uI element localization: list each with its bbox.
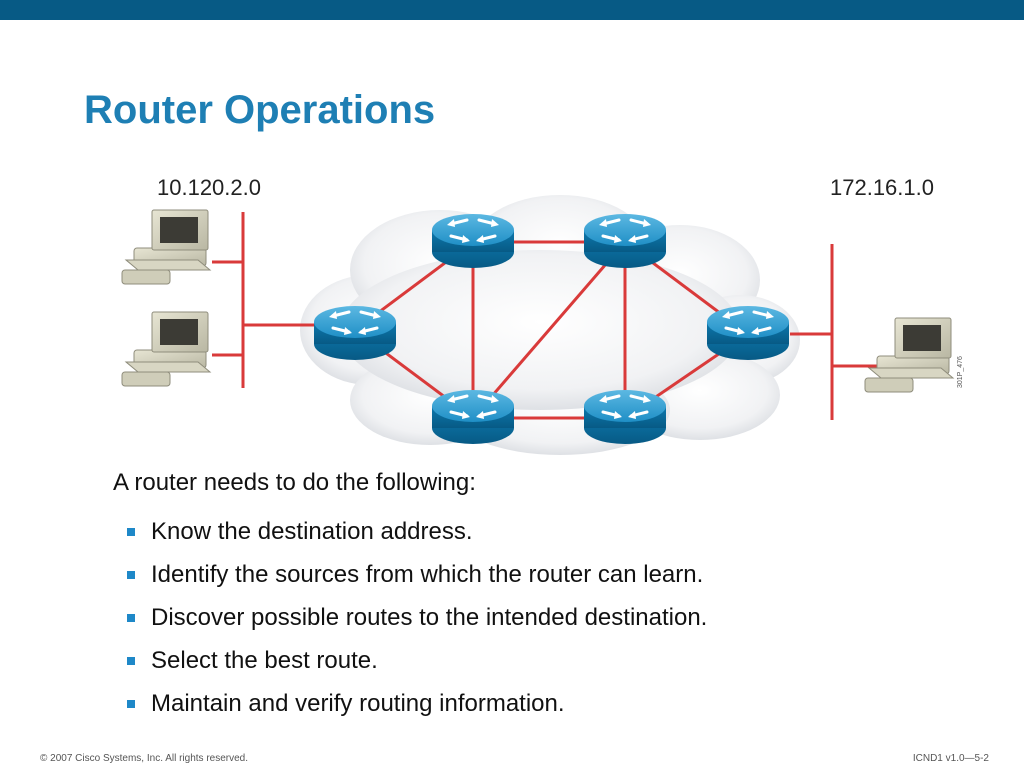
slide-title: Router Operations (84, 88, 436, 132)
router-top-right-icon (582, 212, 668, 270)
bullet-text: Discover possible routes to the intended… (151, 603, 708, 631)
bullet-item: Identify the sources from which the rout… (127, 553, 707, 596)
bullet-text: Identify the sources from which the rout… (151, 560, 704, 588)
bullet-text: Select the best route. (151, 646, 378, 674)
router-top-left-icon (430, 212, 516, 270)
top-banner (0, 0, 1024, 20)
pc-bottom-left-icon (121, 311, 211, 387)
bullet-item: Discover possible routes to the intended… (127, 596, 707, 639)
figure-code: 301P_476 (957, 356, 964, 388)
network-diagram: 301P_476 (121, 195, 964, 455)
network-label-left: 10.120.2.0 (157, 175, 261, 200)
left-lan-segment (212, 212, 315, 388)
router-left-icon (312, 304, 398, 362)
intro-text: A router needs to do the following: (113, 469, 476, 496)
footer-course-code: ICND1 v1.0—5-2 (912, 753, 989, 764)
bullet-item: Maintain and verify routing information. (127, 682, 707, 725)
bullet-square-icon (127, 699, 135, 708)
bullet-text: Maintain and verify routing information. (151, 689, 565, 717)
network-label-right: 172.16.1.0 (830, 175, 934, 200)
bullet-square-icon (127, 570, 135, 579)
bullet-text: Know the destination address. (151, 517, 473, 545)
router-right-icon (705, 304, 791, 362)
bullet-square-icon (127, 527, 135, 536)
right-lan-segment (790, 244, 878, 420)
bullet-list: Know the destination address. Identify t… (127, 510, 707, 725)
router-bottom-right-icon (582, 388, 668, 446)
pc-right-icon (864, 317, 954, 393)
router-bottom-left-icon (430, 388, 516, 446)
bullet-square-icon (127, 613, 135, 622)
bullet-square-icon (127, 656, 135, 665)
bullet-item: Select the best route. (127, 639, 707, 682)
footer-copyright: © 2007 Cisco Systems, Inc. All rights re… (40, 753, 249, 764)
bullet-item: Know the destination address. (127, 510, 707, 553)
pc-top-left-icon (121, 209, 211, 285)
